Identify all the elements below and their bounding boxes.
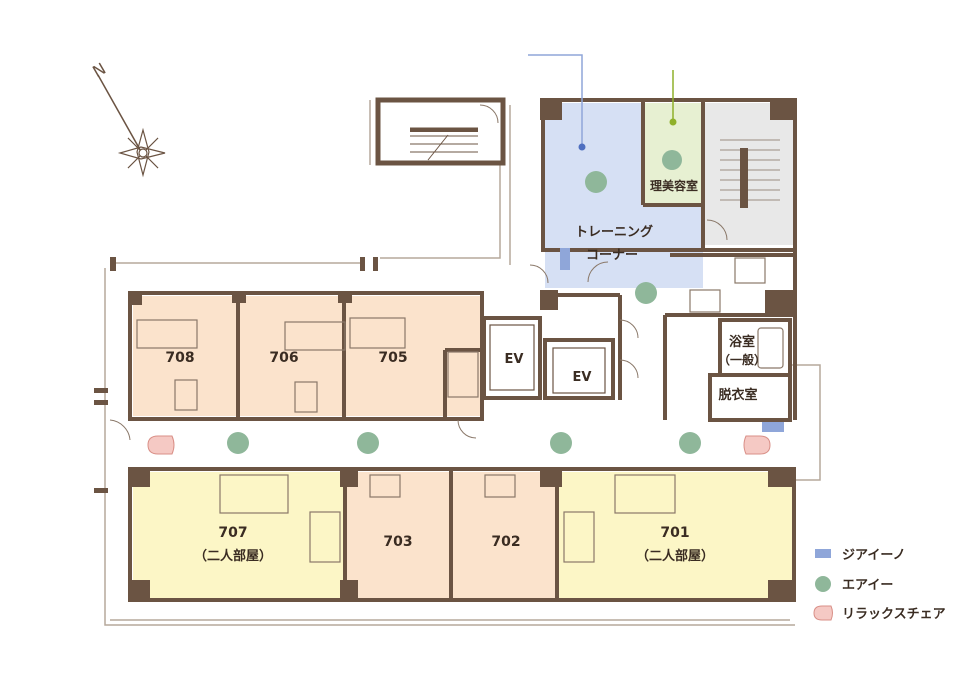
room-702-label: 702 — [491, 534, 520, 550]
legend-air-swatch-icon — [815, 576, 831, 592]
bathtub-icon — [757, 327, 784, 369]
air-purifier-icon — [357, 432, 379, 454]
air-purifier-icon — [679, 432, 701, 454]
ziaino-devices — [560, 248, 784, 432]
room-701-note: （二人部屋） — [636, 548, 714, 564]
air-purifier-devices — [227, 150, 701, 454]
exterior-railings — [128, 510, 796, 545]
relax-chairs — [147, 435, 771, 455]
compass-rose-icon: N — [89, 59, 166, 178]
door-swings — [109, 104, 728, 441]
room-707-label: 707 — [218, 525, 247, 541]
air-purifier-icon — [662, 150, 682, 170]
elevator-2-label: EV — [573, 370, 592, 385]
bath-room-label-2: （一般） — [718, 352, 766, 367]
relax-chair-icon — [743, 435, 771, 455]
ziaino-pointer-line — [528, 54, 586, 151]
terrace-outline — [104, 100, 821, 626]
elevator-1-label: EV — [505, 352, 524, 367]
compass-north-label: N — [89, 59, 109, 81]
room-708-area — [133, 296, 237, 416]
air-purifier-icon — [550, 432, 572, 454]
dressing-room-label: 脱衣室 — [718, 387, 757, 403]
staircase-upper-right — [705, 103, 793, 245]
room-705-label: 705 — [378, 350, 407, 366]
room-706-area — [239, 296, 343, 416]
room-701-label: 701 — [660, 525, 689, 541]
ziaino-device-icon — [762, 422, 784, 432]
barber-pointer-line — [669, 70, 677, 126]
legend-chair-label: リラックスチェア — [842, 607, 946, 622]
legend-chair-swatch-icon — [813, 605, 833, 621]
legend: ジアイーノ エアイー リラックスチェア — [813, 548, 946, 622]
room-702-area — [452, 472, 557, 598]
barber-room-label: 理美容室 — [650, 178, 698, 193]
room-706-label: 706 — [269, 350, 298, 366]
room-703-label: 703 — [383, 534, 412, 550]
wall-pillars — [94, 98, 796, 600]
air-purifier-icon — [227, 432, 249, 454]
elevator-shafts — [489, 324, 606, 394]
legend-ziaino-label: ジアイーノ — [842, 548, 906, 563]
air-purifier-icon — [635, 282, 657, 304]
room-707-note: （二人部屋） — [194, 548, 272, 564]
training-corner-label-2: コーナー — [586, 248, 638, 263]
room-703-area — [345, 472, 450, 598]
relax-chair-icon — [147, 435, 175, 455]
ziaino-device-icon — [560, 248, 570, 270]
air-purifier-icon — [585, 171, 607, 193]
room-708-label: 708 — [165, 350, 194, 366]
room-705-area — [345, 296, 445, 416]
training-corner-label-1: トレーニング — [575, 224, 653, 240]
legend-ziaino-swatch-icon — [815, 549, 831, 558]
staircase-upper-left — [375, 97, 506, 166]
legend-air-label: エアイー — [842, 578, 893, 593]
bath-room-label-1: 浴室 — [729, 334, 755, 350]
furniture-outlines — [136, 257, 766, 563]
